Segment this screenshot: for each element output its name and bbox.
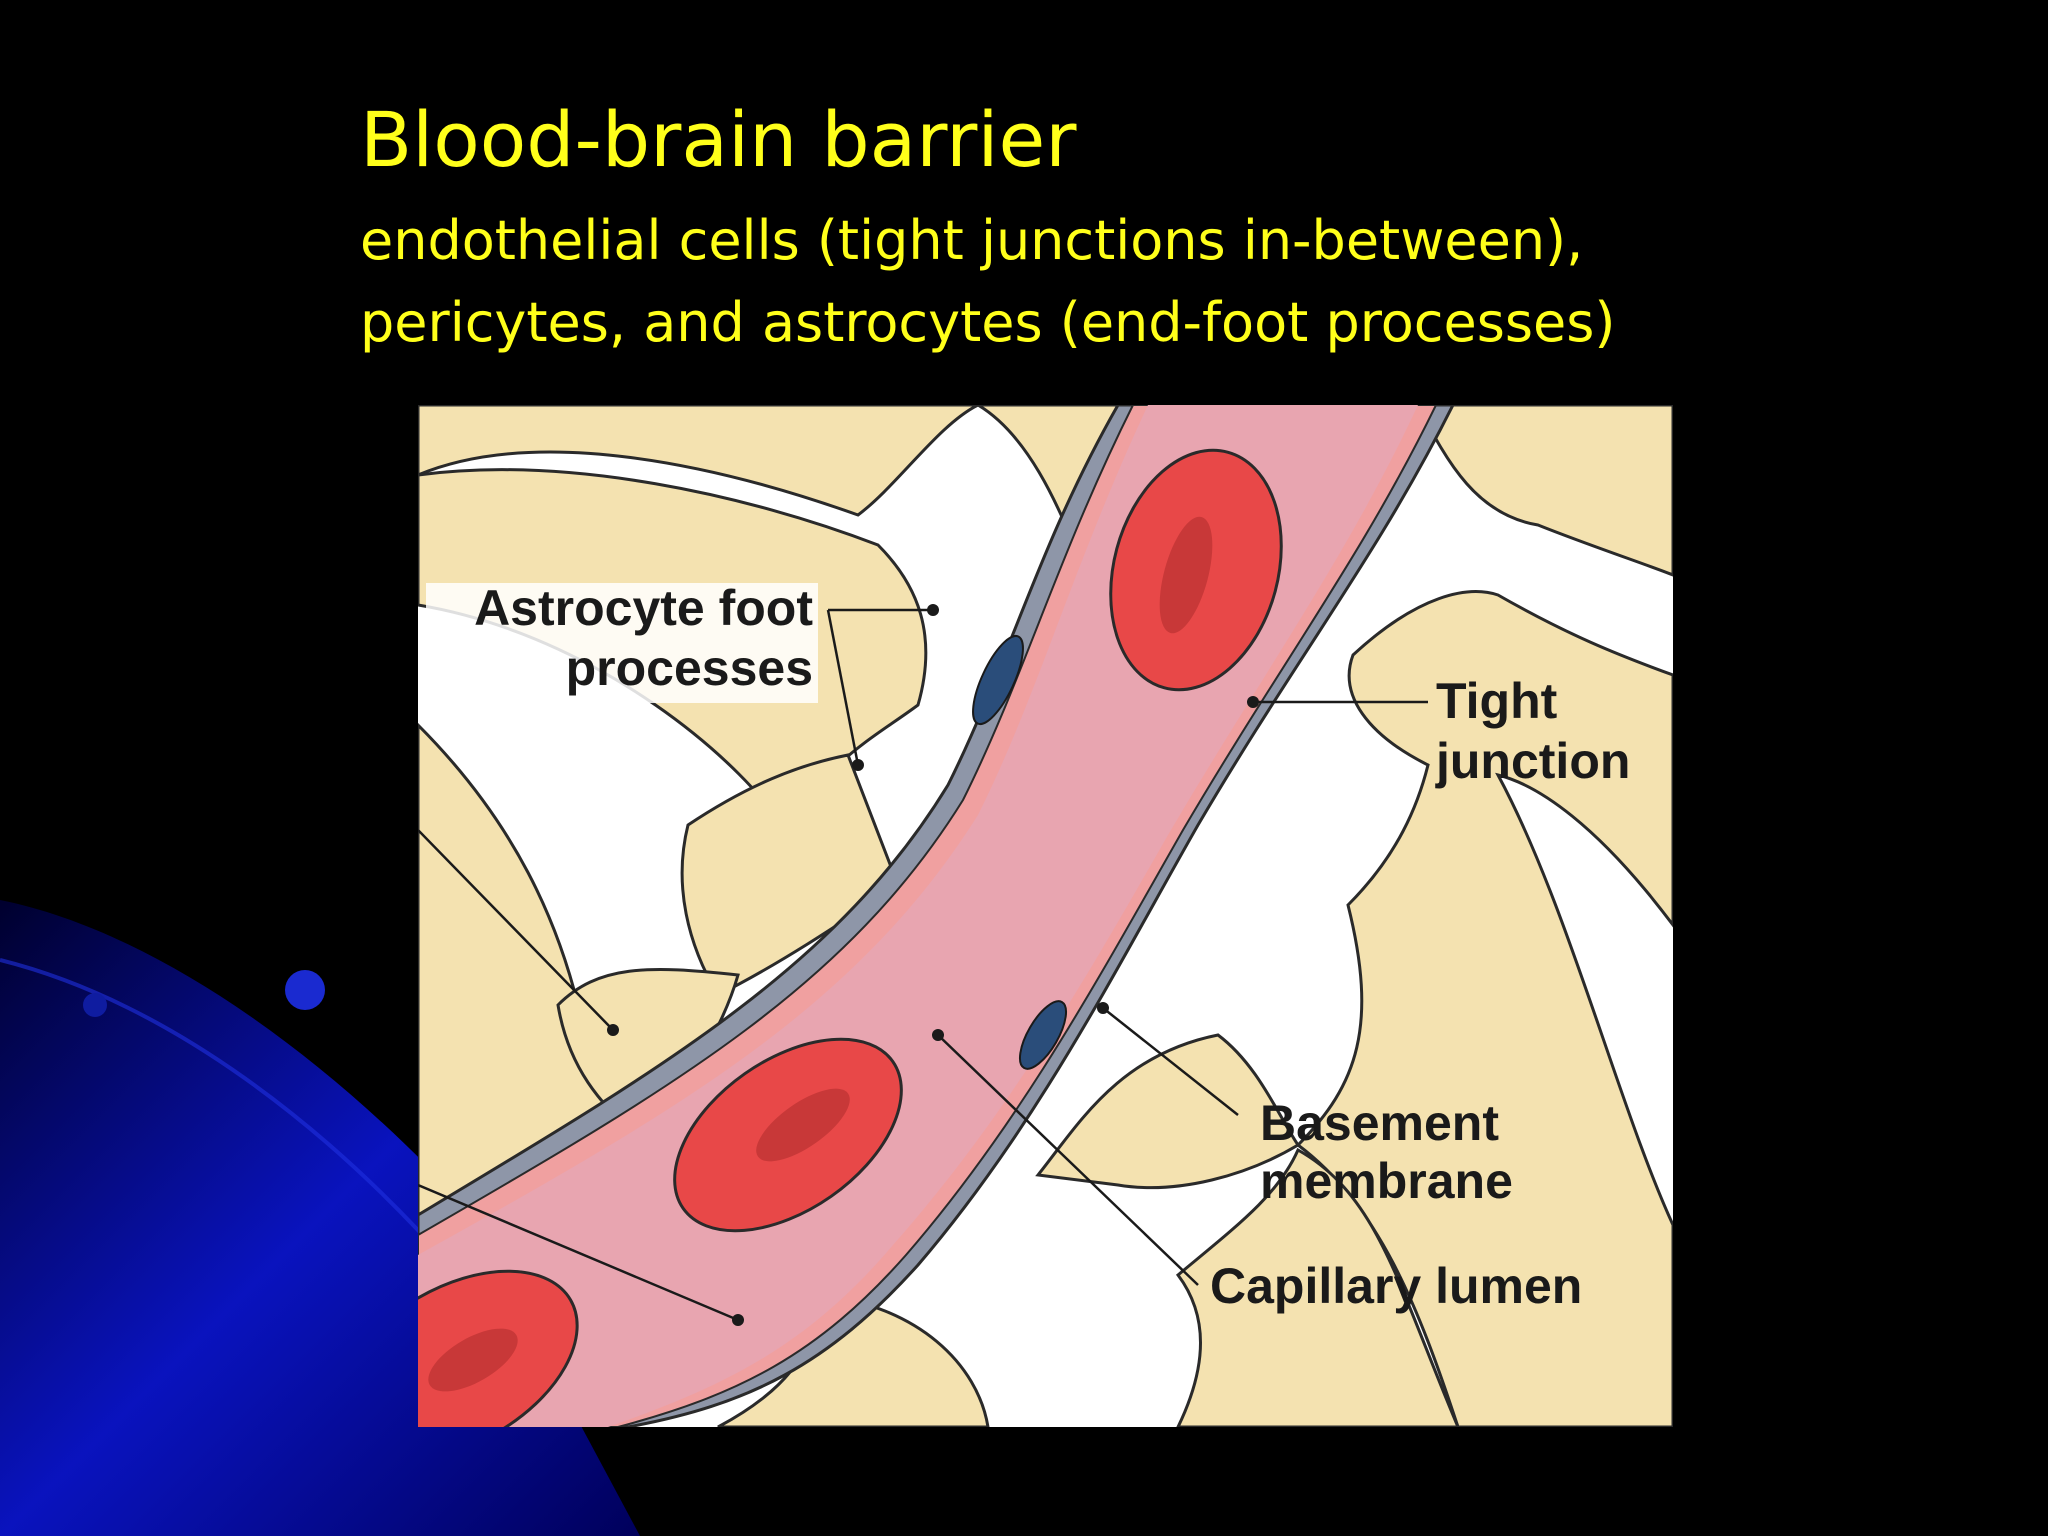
label-tight-line2: junction [1435, 733, 1630, 789]
label-basement-line2: membrane [1260, 1153, 1513, 1209]
red-blood-cells [418, 448, 1283, 1427]
subtitle-line-2: pericytes, and astrocytes (end-foot proc… [360, 291, 1616, 354]
label-astrocyte-line1: Astrocyte foot [474, 580, 813, 636]
label-basement-line1: Basement [1260, 1095, 1499, 1151]
endothelial-nucleus [1018, 1000, 1068, 1070]
astrocyte-label-backing [426, 583, 818, 703]
subtitle-line-1: endothelial cells (tight junctions in-be… [360, 209, 1584, 272]
slide-subtitle: endothelial cells (tight junctions in-be… [360, 200, 1615, 364]
endothelial-nucleus [972, 634, 1024, 726]
red-blood-cell [1109, 448, 1283, 692]
slide-title: Blood-brain barrier [360, 95, 1077, 184]
label-capillary-lumen: Capillary lumen [1210, 1258, 1582, 1314]
label-astrocyte-line2: processes [566, 640, 813, 696]
red-blood-cell [418, 1269, 579, 1427]
blood-brain-barrier-diagram: Astrocyte foot processes Tight junction … [418, 405, 1673, 1427]
label-tight-line1: Tight [1436, 673, 1558, 729]
red-blood-cell [673, 1037, 903, 1233]
leader-lines [418, 608, 1428, 1322]
leader-dots [607, 604, 1259, 1326]
